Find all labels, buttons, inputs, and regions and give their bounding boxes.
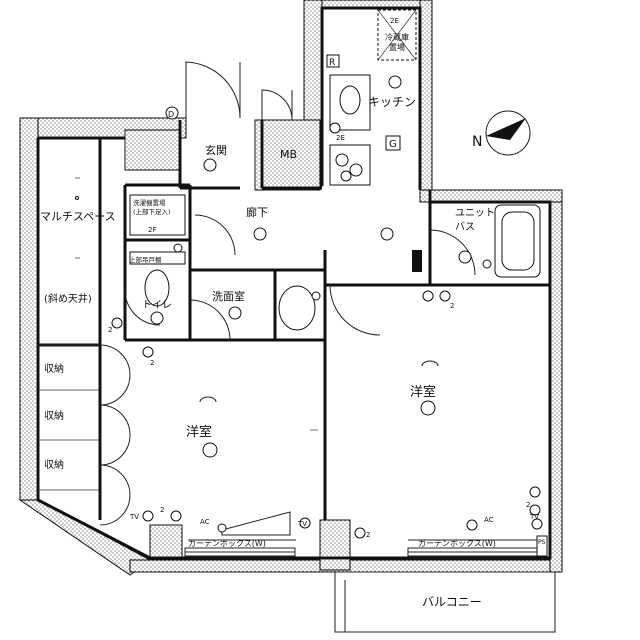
wash-basin bbox=[278, 285, 316, 331]
washer-label-2: (上部下足入) bbox=[133, 207, 171, 216]
two-label-1: 2 bbox=[150, 359, 154, 367]
ac-label-left: AC bbox=[200, 518, 210, 526]
washroom-label: 洗面室 bbox=[212, 289, 245, 303]
two-label-3: 2 bbox=[450, 302, 454, 310]
electrical-symbols bbox=[111, 122, 548, 557]
storage-lines bbox=[38, 177, 318, 491]
tv-label-right: TV bbox=[529, 513, 539, 521]
fridge-label-1: 冷蔵庫 bbox=[385, 32, 409, 42]
curtain-box-left-label: カーテンボックス(W) bbox=[188, 539, 266, 548]
entrance-label: 玄関 bbox=[205, 143, 227, 157]
storage-label-3: 収納 bbox=[44, 458, 64, 471]
north-arrow: N bbox=[472, 110, 531, 156]
two-f-label: 2F bbox=[148, 226, 156, 234]
unit-bath-label-2: バス bbox=[455, 221, 475, 233]
two-label-5: 2 bbox=[366, 531, 370, 539]
labels: キッチン 玄関 MB 廊下 マルチスペース (斜め天井) ユニット バス 洗面室… bbox=[40, 17, 546, 609]
ceiling-lights bbox=[75, 75, 472, 458]
tv-label-left: TV bbox=[129, 513, 139, 521]
balcony-label: バルコニー bbox=[422, 595, 482, 609]
multi-space-label: マルチスペース bbox=[40, 210, 116, 223]
two-e-fridge-label: 2E bbox=[390, 17, 399, 25]
north-label: N bbox=[472, 134, 482, 150]
unit-bath-label-1: ユニット bbox=[455, 208, 495, 219]
mb-label: MB bbox=[280, 148, 297, 161]
kitchen-label: キッチン bbox=[368, 95, 416, 109]
door-swings bbox=[99, 61, 476, 526]
storage-label-2: 収納 bbox=[44, 409, 64, 422]
two-label-2: 2 bbox=[108, 326, 112, 334]
ps-label: PS bbox=[538, 539, 546, 546]
g-box-label: G bbox=[389, 139, 397, 150]
two-label-6: 2 bbox=[526, 501, 530, 509]
toilet-shelf-label: 上部吊戸棚 bbox=[129, 255, 162, 264]
two-e-label: 2E bbox=[336, 134, 345, 142]
tv-label-center: TV bbox=[297, 520, 307, 528]
wall-outlines bbox=[36, 6, 552, 560]
washer-label-1: 洗濯機置場 bbox=[133, 198, 166, 207]
ac-label-right: AC bbox=[484, 516, 494, 524]
fixtures bbox=[129, 9, 541, 541]
toilet-label: トイレ bbox=[142, 300, 172, 311]
structural-walls bbox=[18, 0, 563, 576]
hallway-label: 廊下 bbox=[246, 205, 268, 219]
western-room-left-label: 洋室 bbox=[186, 424, 212, 440]
storage-label-1: 収納 bbox=[44, 362, 64, 375]
multi-space-note: (斜め天井) bbox=[44, 292, 92, 305]
washer-space bbox=[129, 194, 186, 236]
western-room-right-label: 洋室 bbox=[410, 384, 436, 400]
toilet-bowl bbox=[144, 269, 170, 307]
fridge-label-2: 置場 bbox=[389, 42, 405, 52]
d-mark-label: D bbox=[168, 110, 174, 119]
two-label-4: 2 bbox=[160, 506, 164, 514]
curtain-box-right-label: カーテンボックス(W) bbox=[418, 539, 496, 548]
r-box-label: R bbox=[329, 58, 335, 68]
windows bbox=[184, 547, 556, 633]
